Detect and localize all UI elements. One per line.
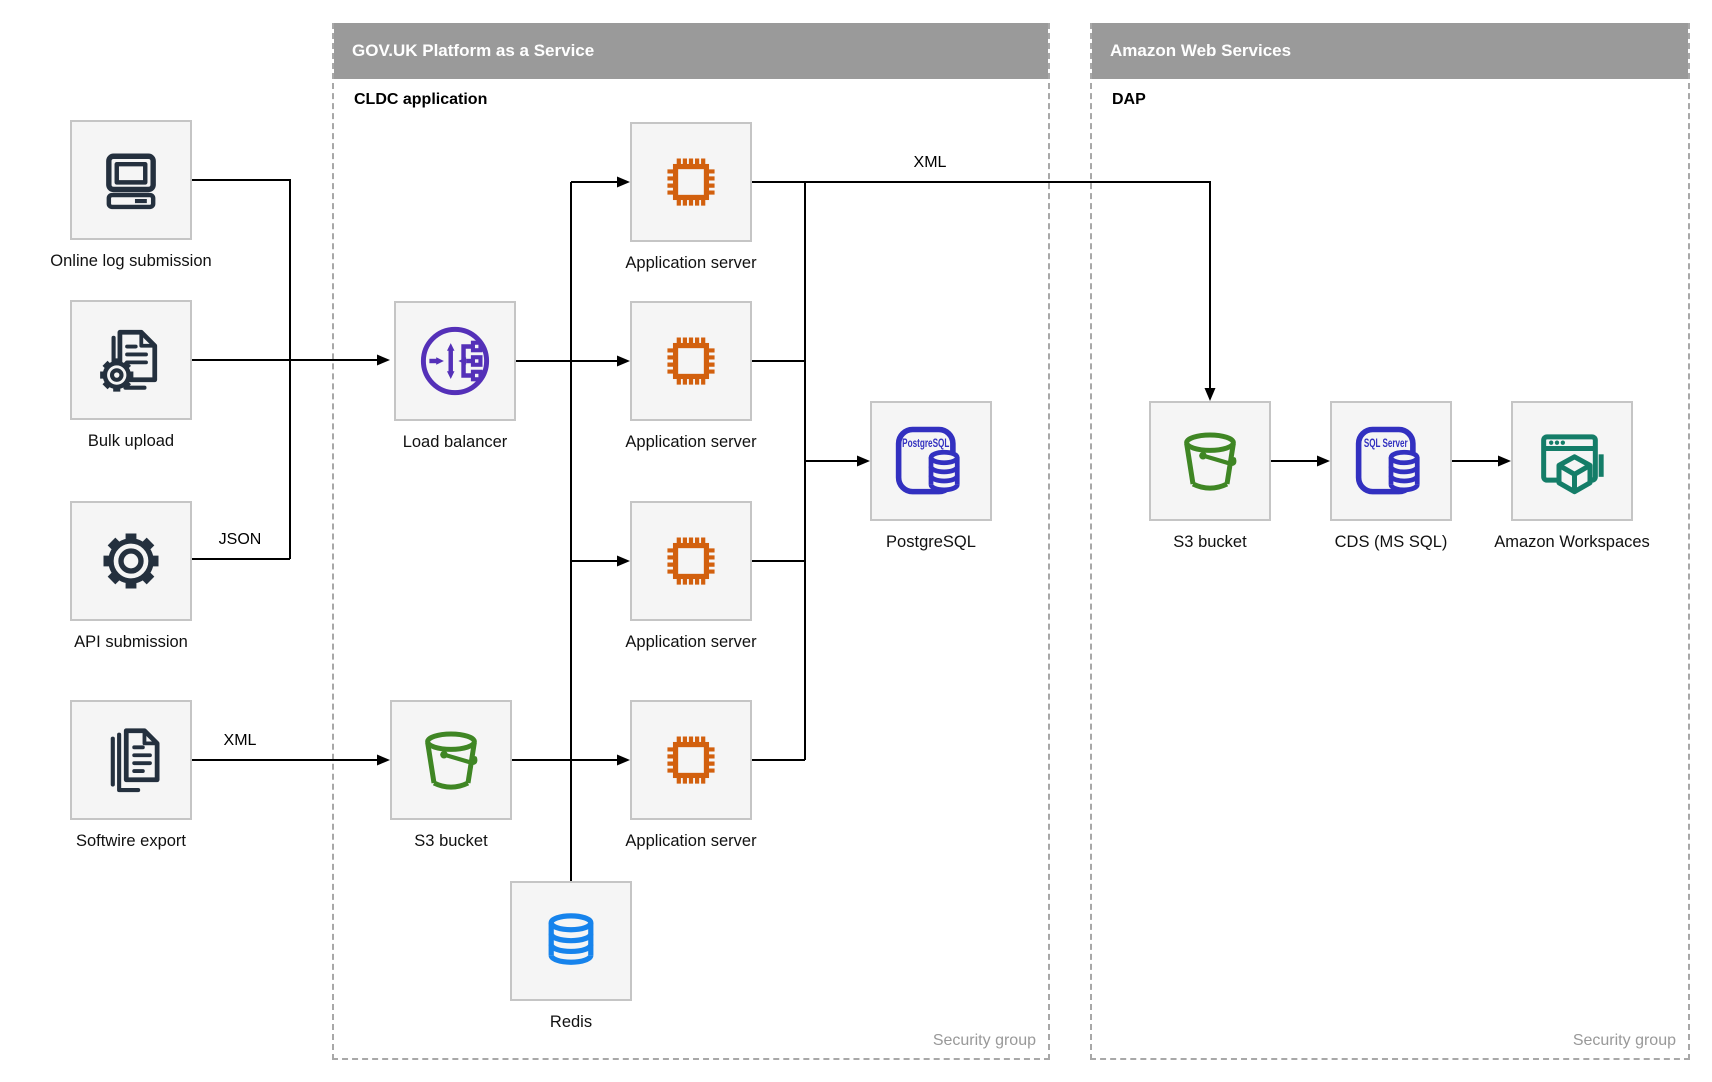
gear-icon: [103, 533, 159, 589]
dap-label: DAP: [1112, 91, 1146, 108]
postgresql-badge-text: PostgreSQL: [902, 436, 949, 450]
node-api-submission: [70, 501, 192, 621]
documents-stack-icon: [110, 728, 160, 793]
sql-server-icon: SQL Server: [1355, 426, 1420, 495]
govuk-paas-container: GOV.UK Platform as a Service CLDC applic…: [332, 23, 1050, 1060]
node-s3-bucket-aws: [1149, 401, 1271, 521]
cldc-application-label: CLDC application: [354, 91, 488, 108]
node-application-server-3: [630, 501, 752, 621]
node-redis: [510, 881, 632, 1001]
node-application-server-1: [630, 122, 752, 242]
aws-security-group-label: Security group: [1572, 1032, 1676, 1049]
load-balancer-icon: [420, 326, 490, 396]
database-icon: [548, 913, 594, 965]
node-label: API submission: [74, 633, 188, 651]
node-label: CDS (MS SQL): [1334, 533, 1448, 551]
chip-icon: [667, 736, 715, 784]
bucket-icon: [1184, 432, 1237, 491]
chip-icon: [667, 537, 715, 585]
govuk-paas-header: GOV.UK Platform as a Service: [334, 23, 1048, 79]
document-gear-icon: [100, 329, 158, 392]
aws-container: Amazon Web Services DAP Security group: [1090, 23, 1690, 1060]
node-label: Application server: [625, 433, 757, 451]
node-amazon-workspaces: [1511, 401, 1633, 521]
node-load-balancer: [394, 301, 516, 421]
xml-export-edge-label: XML: [913, 154, 947, 171]
node-label: S3 bucket: [414, 832, 488, 850]
node-softwire-export: [70, 700, 192, 820]
node-label: S3 bucket: [1173, 533, 1247, 551]
json-edge-label: JSON: [218, 531, 262, 548]
node-label: Amazon Workspaces: [1494, 533, 1650, 551]
xml-softwire-edge-label: XML: [223, 732, 257, 749]
node-label: Online log submission: [50, 252, 212, 270]
sql-server-badge-text: SQL Server: [1364, 436, 1408, 450]
workspaces-icon: [1541, 434, 1604, 495]
bucket-icon: [425, 731, 478, 790]
node-application-server-2: [630, 301, 752, 421]
node-label: Bulk upload: [87, 432, 175, 450]
node-label: Application server: [625, 633, 757, 651]
chip-icon: [667, 158, 715, 206]
node-bulk-upload: [70, 300, 192, 420]
node-application-server-4: [630, 700, 752, 820]
node-label: PostgreSQL: [886, 533, 976, 551]
node-label: Softwire export: [75, 832, 187, 850]
chip-icon: [667, 337, 715, 385]
node-postgresql: PostgreSQL: [870, 401, 992, 521]
node-label: Load balancer: [402, 433, 508, 451]
govuk-security-group-label: Security group: [932, 1032, 1036, 1049]
node-label: Redis: [549, 1013, 593, 1031]
node-label: Application server: [625, 254, 757, 272]
node-online-log-submission: [70, 120, 192, 240]
postgresql-icon: PostgreSQL: [895, 426, 960, 495]
node-cds-ms-sql: SQL Server: [1330, 401, 1452, 521]
aws-header: Amazon Web Services: [1092, 23, 1688, 79]
node-label: Application server: [625, 832, 757, 850]
computer-icon: [106, 153, 156, 210]
node-s3-bucket-govuk: [390, 700, 512, 820]
